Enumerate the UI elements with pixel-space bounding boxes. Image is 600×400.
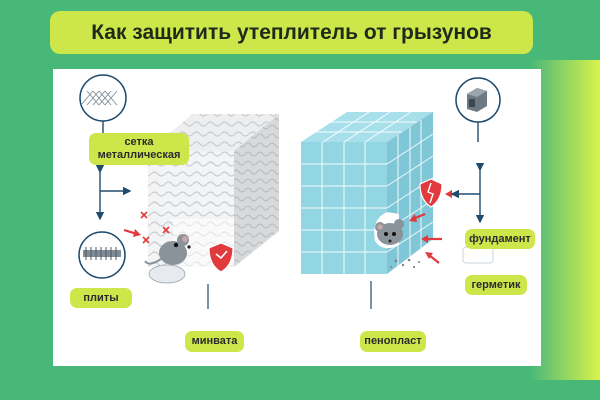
mineral-wool-label: минвата	[185, 331, 244, 352]
foundation-icon	[455, 77, 501, 123]
shield-icon	[419, 178, 443, 208]
arrow-icon	[123, 228, 141, 237]
mouse-icon	[375, 219, 420, 269]
arrow-icon	[409, 190, 457, 264]
diagram-panel: сетка металлическая плиты минвата пенопл…	[53, 69, 541, 366]
page-title: Как защитить утеплитель от грызунов	[50, 11, 533, 54]
mesh-label-line1: сетка	[124, 136, 154, 148]
mesh-icon	[79, 74, 127, 122]
mesh-connector	[95, 165, 132, 221]
mouse-icon	[144, 234, 191, 284]
mesh-label-line2: металлическая	[97, 149, 181, 161]
plates-label: плиты	[70, 288, 132, 308]
diagram-canvas	[78, 74, 501, 309]
cross-icon	[140, 211, 170, 244]
foundation-label: фундамент	[465, 229, 535, 249]
shield-icon	[208, 242, 234, 273]
sealant-label: герметик	[465, 275, 527, 295]
foam-label: пенопласт	[360, 331, 426, 352]
sealant-sketch	[462, 246, 494, 264]
foundation-connector	[450, 163, 485, 224]
foam-block	[301, 111, 434, 274]
background-glow	[530, 60, 600, 380]
mesh-label: сетка металлическая	[89, 133, 189, 165]
plate-icon	[78, 231, 126, 279]
